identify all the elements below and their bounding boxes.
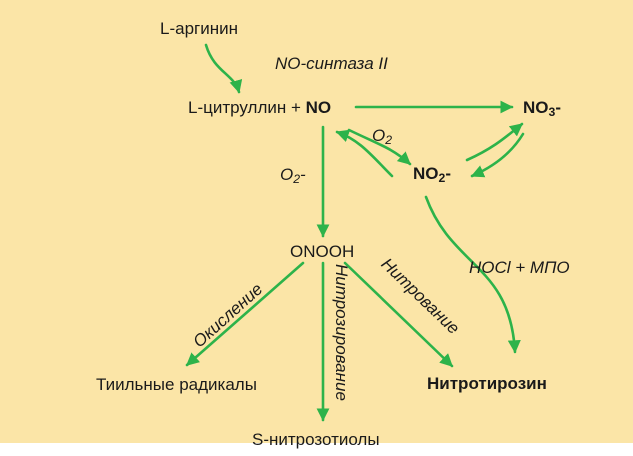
diagram-background: [0, 0, 633, 443]
label-no3-base: NO: [523, 98, 549, 117]
label-o2-minus-base: O: [280, 165, 294, 184]
label-hocl-mpo: HOCl + МПО: [469, 258, 570, 277]
label-no2-sub: 2: [438, 171, 446, 186]
arrow-onooh-to-thiyl: [185, 261, 305, 367]
label-o2-sub: 2: [385, 133, 393, 148]
label-enzyme: NO-синтаза II: [275, 54, 388, 73]
label-no3-sub: 3: [548, 105, 556, 120]
arrow-onooh-to-nitrotyrosine: [343, 261, 454, 368]
label-no2-suffix: -: [445, 164, 451, 183]
label-citrulline: L-цитруллин +: [188, 98, 306, 117]
arrow-no-to-no2: [347, 128, 412, 166]
label-onooh: ONOOH: [290, 242, 355, 261]
label-nitrosation: Нитрозирование: [332, 264, 351, 401]
label-thiyl-radicals: Тиильные радикалы: [96, 375, 257, 394]
label-o2-minus-sub: 2: [293, 172, 301, 187]
arrow-no3-to-no2: [470, 132, 525, 178]
label-o2-minus: O2-: [280, 166, 306, 185]
label-citrulline-no: L-цитруллин + NO: [188, 99, 331, 116]
arrow-arginine-to-citrulline: [204, 43, 243, 94]
label-no3-suffix: -: [555, 98, 561, 117]
label-o2: O2: [372, 127, 392, 146]
arrow-no2-to-no3: [465, 122, 524, 162]
label-nitrotyrosine: Нитротирозин: [427, 374, 547, 393]
label-nitrosothiols: S-нитрозотиолы: [252, 430, 380, 449]
label-no2: NO2-: [413, 165, 451, 184]
label-no: NO: [305, 98, 332, 117]
label-no2-base: NO: [413, 164, 439, 183]
label-no3: NO3-: [523, 99, 561, 118]
label-o2-minus-suffix: -: [300, 165, 306, 184]
arrow-no2-to-nitrotyrosine: [424, 195, 521, 354]
label-o2-base: O: [372, 126, 386, 145]
label-arginine: L-аргинин: [160, 19, 238, 38]
arrow-no2-to-no: [335, 129, 394, 178]
